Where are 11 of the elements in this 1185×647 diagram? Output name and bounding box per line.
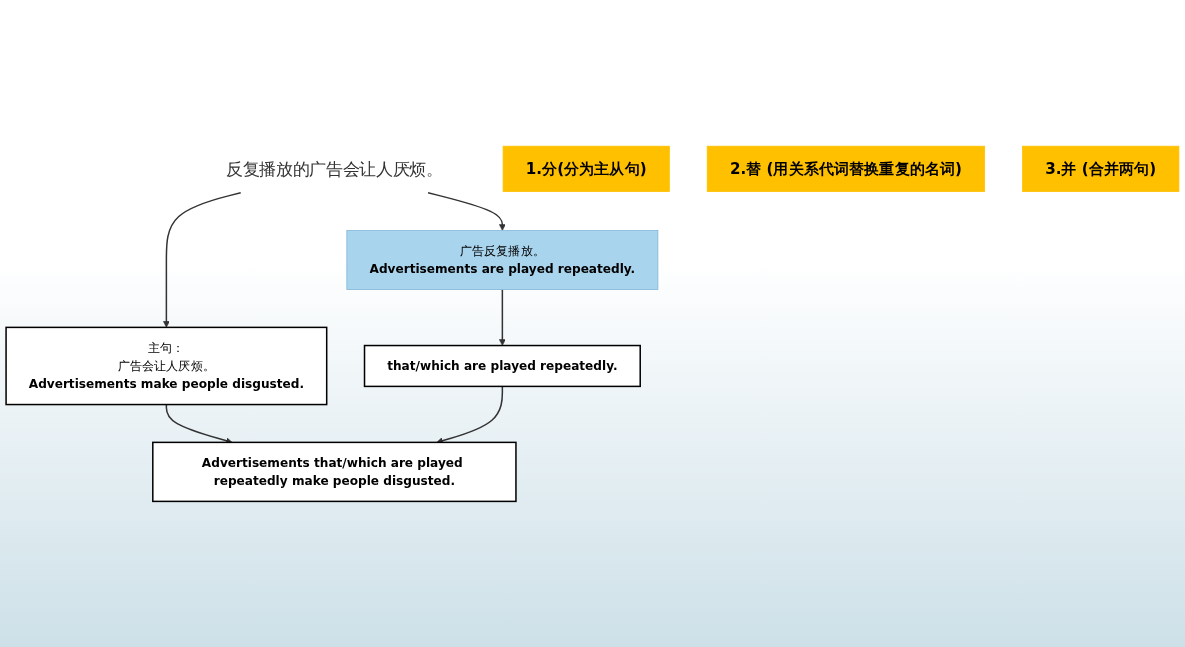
node-box: Advertisements that/which are played repeatedly make people disgusted. bbox=[152, 441, 517, 503]
arrow bbox=[163, 192, 242, 328]
node-box: 1.分(分为主从句) bbox=[502, 146, 670, 193]
node-box: 主句： 广告会让人厌烦。 Advertisements make people disgusted. bbox=[5, 326, 328, 406]
node-box: that/which are played repeatedly. bbox=[363, 345, 641, 388]
node-box: 广告反复播放。 Advertisements are played repeatedly. bbox=[346, 230, 659, 291]
arrow bbox=[499, 289, 506, 347]
node-text: 反复播放的广告会让人厌烦。 bbox=[226, 159, 443, 179]
arrow bbox=[427, 192, 506, 232]
node-box: 2.替 (用关系代词替换重复的名词) bbox=[706, 146, 986, 193]
node-box: 3.并 (合并两句) bbox=[1022, 146, 1180, 193]
